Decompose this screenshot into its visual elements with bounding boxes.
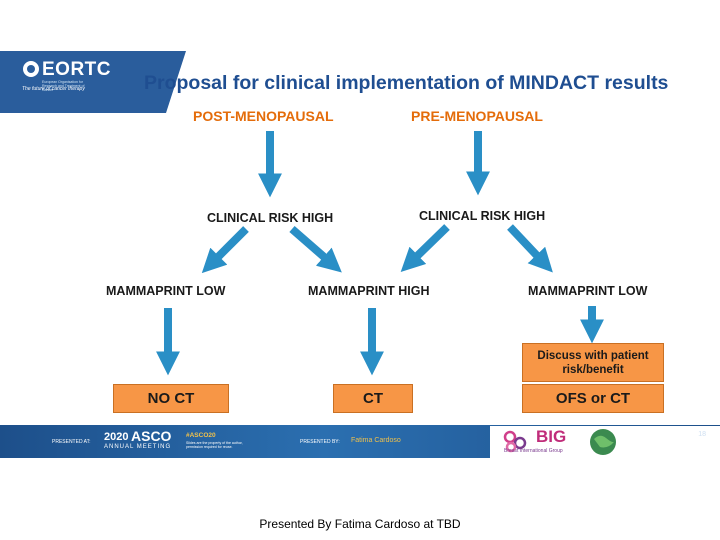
label-mammaprint-low-right: MAMMAPRINT LOW [528,284,648,298]
hashtag: #ASCO20 [186,432,216,439]
label-mammaprint-low-left: MAMMAPRINT LOW [106,284,226,298]
arrow-clinical-right-to-mp-high [400,224,450,273]
ofs-or-ct-box: OFS or CT [522,384,664,413]
presenter-name: Fatima Cardoso [351,437,401,444]
slide: EORTC European Organisation for Research… [0,51,720,458]
asco-year: 2020 [104,431,129,443]
asco-subtitle: ANNUAL MEETING [104,444,172,450]
caption: Presented By Fatima Cardoso at TBD [259,517,461,531]
logo-text: EORTC [42,59,111,80]
discuss-box: Discuss with patient risk/benefit [522,343,664,382]
slide-title: Proposal for clinical implementation of … [144,72,669,94]
label-mammaprint-high: MAMMAPRINT HIGH [308,284,430,298]
eortc-logo-icon [23,61,39,77]
big-logo-icon [503,430,527,453]
asco-name: ASCO [131,428,172,444]
presented-by-label: PRESENTED BY: [300,439,340,445]
big-logo-subtext: Breast International Group [504,448,563,454]
logo-tagline: The future of cancer therapy [22,86,85,92]
globe-logo-icon [590,429,616,455]
page-number: 18 [698,431,706,438]
label-pre-menopausal: PRE-MENOPAUSAL [411,108,543,124]
no-ct-box: NO CT [113,384,229,413]
arrow-clinical-left-to-mp-high [289,225,342,273]
label-clinical-risk-high-right: CLINICAL RISK HIGH [419,209,546,223]
presented-at-label: PRESENTED AT: [52,439,91,445]
ct-box: CT [333,384,413,413]
label-post-menopausal: POST-MENOPAUSAL [193,108,334,124]
eortc-logo-band [0,51,186,113]
arrow-clinical-right-to-mp-low [507,224,553,273]
label-clinical-risk-high-left: CLINICAL RISK HIGH [207,211,334,225]
hashtag-subtext: Slides are the property of the author, p… [186,441,243,449]
logo-subtext: European Organisation for Research and T… [42,80,85,92]
arrow-clinical-left-to-mp-low [201,226,249,274]
big-logo-text: BIG [536,427,567,446]
